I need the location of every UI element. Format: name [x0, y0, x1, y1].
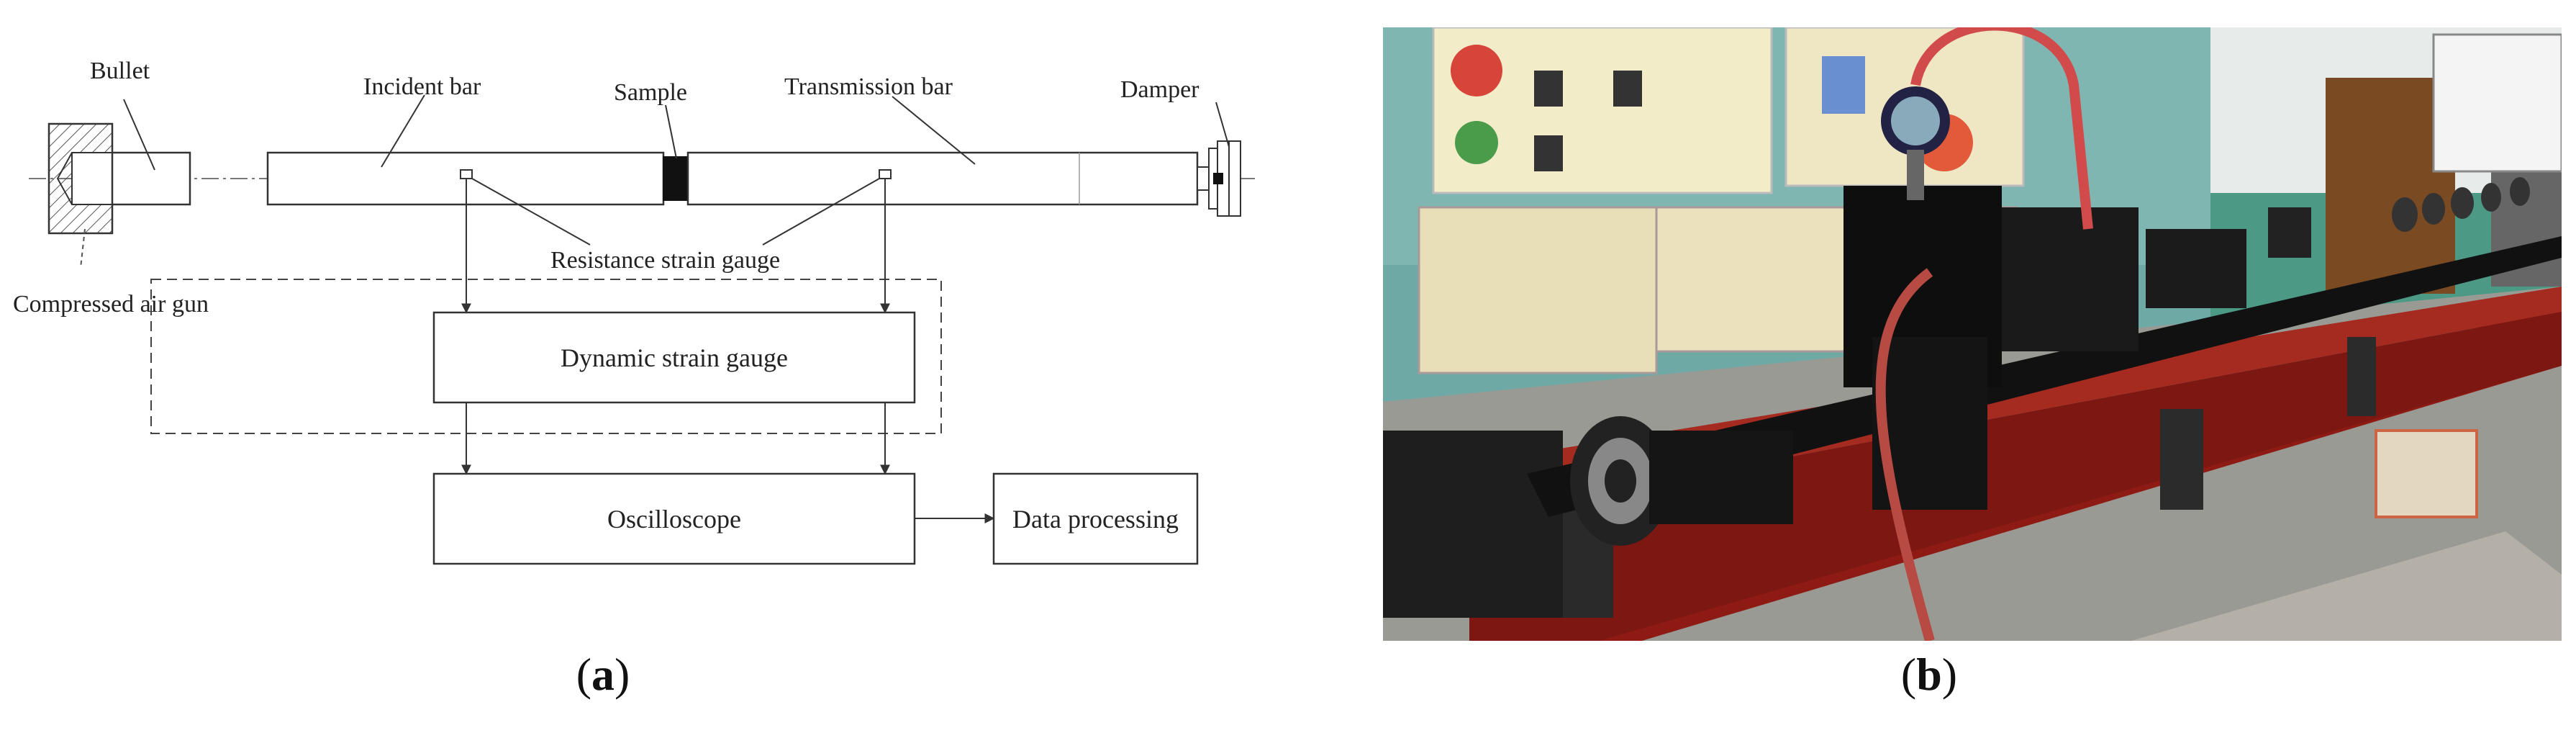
oscilloscope-box [432, 472, 916, 565]
dynamic-strain-gauge-box [432, 311, 916, 404]
sample-shape [663, 104, 689, 201]
label-damper: Damper [1120, 76, 1199, 103]
caption-a-open: ( [576, 649, 591, 700]
label-incident-bar: Incident bar [363, 73, 481, 100]
caption-a-close: ) [614, 649, 630, 700]
caption-b-close: ) [1941, 649, 1958, 700]
damper-shape [1197, 102, 1241, 217]
caption-a: (a) [531, 652, 675, 698]
caption-a-letter: a [591, 649, 614, 700]
bullet-shape [111, 99, 191, 206]
data-processing-box [992, 472, 1199, 565]
apparatus-photo-drawing [1383, 27, 2562, 641]
label-compressed-air-gun: Compressed air gun [13, 291, 209, 318]
label-oscilloscope: Oscilloscope [607, 504, 741, 534]
apparatus-photo [1383, 27, 2562, 641]
label-sample: Sample [614, 79, 687, 106]
label-transmission-bar: Transmission bar [784, 73, 953, 100]
label-resistance-strain-gauge: Resistance strain gauge [550, 247, 781, 274]
caption-b: (b) [1857, 652, 2001, 698]
compressed-air-gun-block [47, 122, 114, 269]
strain-gauge-transmission [879, 169, 892, 179]
schematic-drawing [29, 94, 1256, 565]
gauge-leader-left [471, 178, 591, 246]
shpb-schematic: Bullet Incident bar Sample Transmission … [0, 0, 1331, 648]
label-data-processing: Data processing [1012, 504, 1179, 534]
caption-b-open: ( [1900, 649, 1917, 700]
transmission-bar-shape [686, 96, 1199, 206]
label-dynamic-strain-gauge: Dynamic strain gauge [561, 343, 788, 372]
strain-gauge-incident [460, 169, 473, 179]
dashed-enclosure [150, 279, 942, 434]
caption-b-letter: b [1916, 649, 1942, 700]
gauge-leader-right [762, 178, 880, 246]
label-bullet: Bullet [90, 58, 150, 84]
